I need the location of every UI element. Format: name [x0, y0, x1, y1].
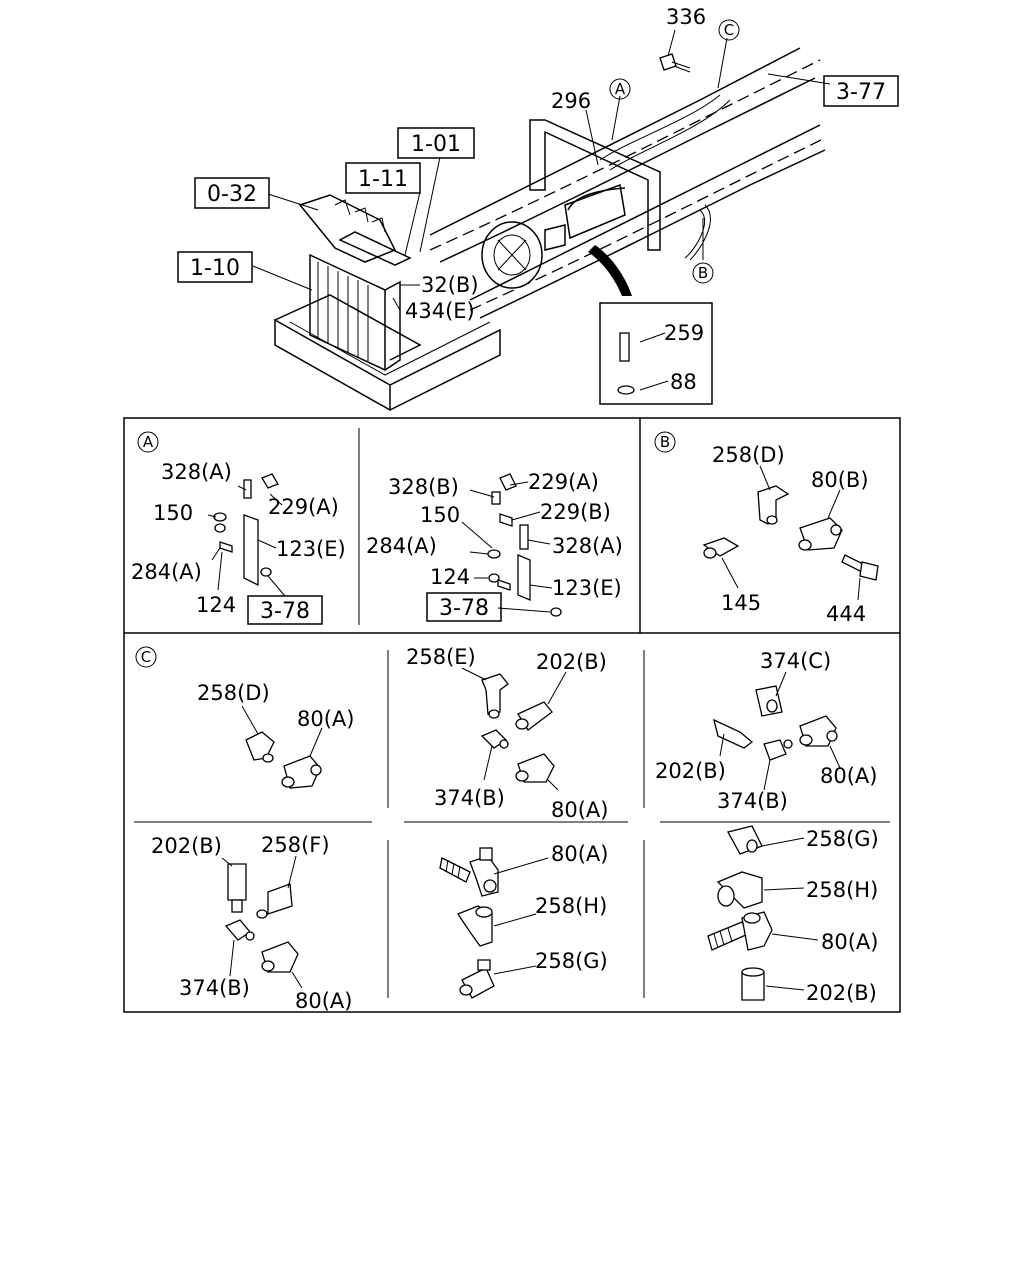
label-434e: 434(E) — [405, 299, 475, 323]
panel-a-left-label-229a: 229(A) — [268, 495, 339, 519]
inset-label-88: 88 — [670, 370, 697, 394]
panel-a-left-label-124: 124 — [196, 593, 236, 617]
ref-box-1-10: 1-10 — [177, 251, 253, 283]
panel-a-left-label-284a: 284(A) — [131, 560, 202, 584]
ref-box-0-32: 0-32 — [194, 177, 270, 209]
circle-ref-b-top: B — [692, 262, 714, 284]
panel-c-cell3-label-374b: 374(B) — [717, 789, 788, 813]
panel-a-right-label-328b: 328(B) — [388, 475, 459, 499]
panel-c-cell6-label-258h: 258(H) — [806, 878, 878, 902]
chassis-assembly-drawing — [252, 29, 831, 412]
panel-a-left-ref-box: 3-78 — [260, 599, 310, 624]
panel-a-right-label-124: 124 — [430, 565, 470, 589]
panel-a-right-label-229b: 229(B) — [540, 500, 611, 524]
panel-c-cell6-label-258g: 258(G) — [806, 827, 879, 851]
svg-text:C: C — [724, 21, 734, 39]
ref-box-3-77: 3-77 — [823, 75, 899, 107]
ref-box-1-01: 1-01 — [397, 127, 475, 159]
panel-b: B 258(D) 80(B) 145 444 — [654, 431, 879, 626]
panel-c-cell5-label-80a: 80(A) — [551, 842, 608, 866]
panel-c-cell5-label-258g: 258(G) — [535, 949, 608, 973]
panel-b-label-444: 444 — [826, 602, 866, 626]
ref-box-1-01-label: 1-01 — [411, 132, 461, 157]
panel-c-cell3-label-202b: 202(B) — [655, 759, 726, 783]
panel-b-label-145: 145 — [721, 591, 761, 615]
panel-c-cell3-label-80a: 80(A) — [820, 764, 877, 788]
panel-b-id: B — [660, 433, 670, 451]
label-336: 336 — [666, 5, 706, 29]
panel-c-cell4-label-258f: 258(F) — [261, 833, 330, 857]
circle-ref-c-top: C — [718, 19, 740, 41]
label-296: 296 — [551, 89, 591, 113]
panel-a-left-label-328a: 328(A) — [161, 460, 232, 484]
panel-c-cell1-label-80a: 80(A) — [297, 707, 354, 731]
panel-c-cell2-label-202b: 202(B) — [536, 650, 607, 674]
panel-c-cell4-label-202b: 202(B) — [151, 834, 222, 858]
svg-text:A: A — [615, 80, 626, 98]
panel-c-cell2-label-80a: 80(A) — [551, 798, 608, 822]
panel-a-right-label-123e: 123(E) — [552, 576, 622, 600]
panel-a-id: A — [143, 433, 154, 451]
panel-c-cell6-label-80a: 80(A) — [821, 930, 878, 954]
panel-a-right-label-328a: 328(A) — [552, 534, 623, 558]
panel-a-right-label-284a: 284(A) — [366, 534, 437, 558]
panel-c-cell5-label-258h: 258(H) — [535, 894, 607, 918]
circle-ref-a-top: A — [609, 78, 631, 100]
detail-panels-frame — [123, 417, 901, 1013]
panel-a-left-label-150: 150 — [153, 501, 193, 525]
panel-c-cell4-label-374b: 374(B) — [179, 976, 250, 1000]
panel-c-cell4-label-80a: 80(A) — [295, 989, 352, 1013]
panel-c-id: C — [141, 648, 151, 666]
panel-c: C 258(D) 80(A) 258(E) 202(B) 374(B) 80(A… — [135, 645, 879, 1013]
panel-b-label-80b: 80(B) — [811, 468, 869, 492]
ref-box-1-10-label: 1-10 — [190, 256, 240, 281]
label-32b: 32(B) — [421, 273, 479, 297]
panel-a-right-label-150: 150 — [420, 503, 460, 527]
ref-box-1-11: 1-11 — [345, 162, 421, 194]
panel-c-cell1-label-258d: 258(D) — [197, 681, 270, 705]
panel-c-cell3-label-374c: 374(C) — [760, 649, 831, 673]
panel-a-right-ref-box: 3-78 — [439, 596, 489, 621]
panel-b-label-258d: 258(D) — [712, 443, 785, 467]
ref-box-1-11-label: 1-11 — [358, 167, 408, 192]
panel-a-right-label-229a: 229(A) — [528, 470, 599, 494]
ref-box-0-32-label: 0-32 — [207, 182, 257, 207]
panel-c-cell6-label-202b: 202(B) — [806, 981, 877, 1005]
svg-text:B: B — [698, 264, 708, 282]
panel-a: A 328(A) 229(A) 150 123(E) 284(A) 124 3-… — [131, 431, 623, 625]
panel-c-cell2-label-374b: 374(B) — [434, 786, 505, 810]
panel-a-left-label-123e: 123(E) — [276, 537, 346, 561]
panel-c-cell2-label-258e: 258(E) — [406, 645, 476, 669]
inset-label-259: 259 — [664, 321, 704, 345]
ref-box-3-77-label: 3-77 — [836, 80, 886, 105]
